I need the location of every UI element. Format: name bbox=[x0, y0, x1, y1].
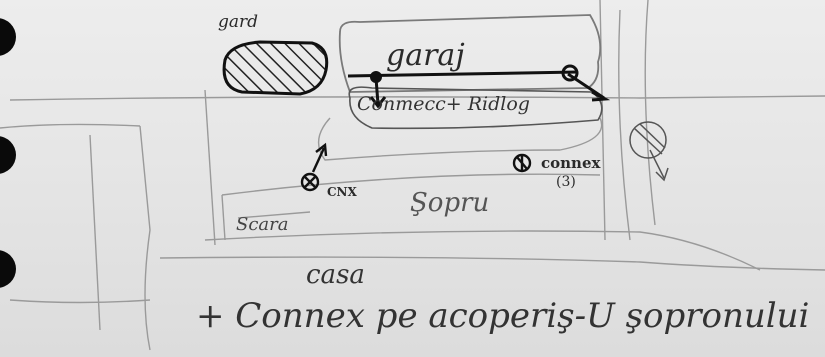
connector-node-icon bbox=[512, 153, 532, 173]
label-scara: Scara bbox=[236, 214, 289, 235]
label-connex-count: (3) bbox=[556, 174, 576, 190]
label-connex: connex bbox=[541, 154, 601, 172]
label-casa: casa bbox=[306, 260, 365, 290]
note-text: + Connex pe acoperiş-U şopronului bbox=[196, 296, 810, 336]
cable-line bbox=[347, 70, 611, 109]
pole-sketch bbox=[629, 121, 669, 182]
binder-hole-icon bbox=[0, 18, 16, 56]
binder-hole-icon bbox=[0, 136, 16, 174]
garage-box bbox=[338, 14, 602, 93]
connector-node-icon bbox=[370, 71, 382, 83]
label-cnx: CNX bbox=[327, 185, 357, 199]
antenna-node-icon bbox=[300, 142, 328, 192]
hatched-shape-icon bbox=[222, 40, 329, 96]
label-connector-dialog: Conmecc+ Ridlog bbox=[357, 93, 530, 115]
connector-node-icon bbox=[561, 64, 579, 82]
label-garaj: garaj bbox=[386, 38, 465, 73]
label-sopru: Şopru bbox=[410, 188, 490, 218]
connector-dialog-oval bbox=[348, 86, 603, 130]
label-gard: gard bbox=[218, 12, 259, 32]
binder-hole-icon bbox=[0, 250, 16, 288]
